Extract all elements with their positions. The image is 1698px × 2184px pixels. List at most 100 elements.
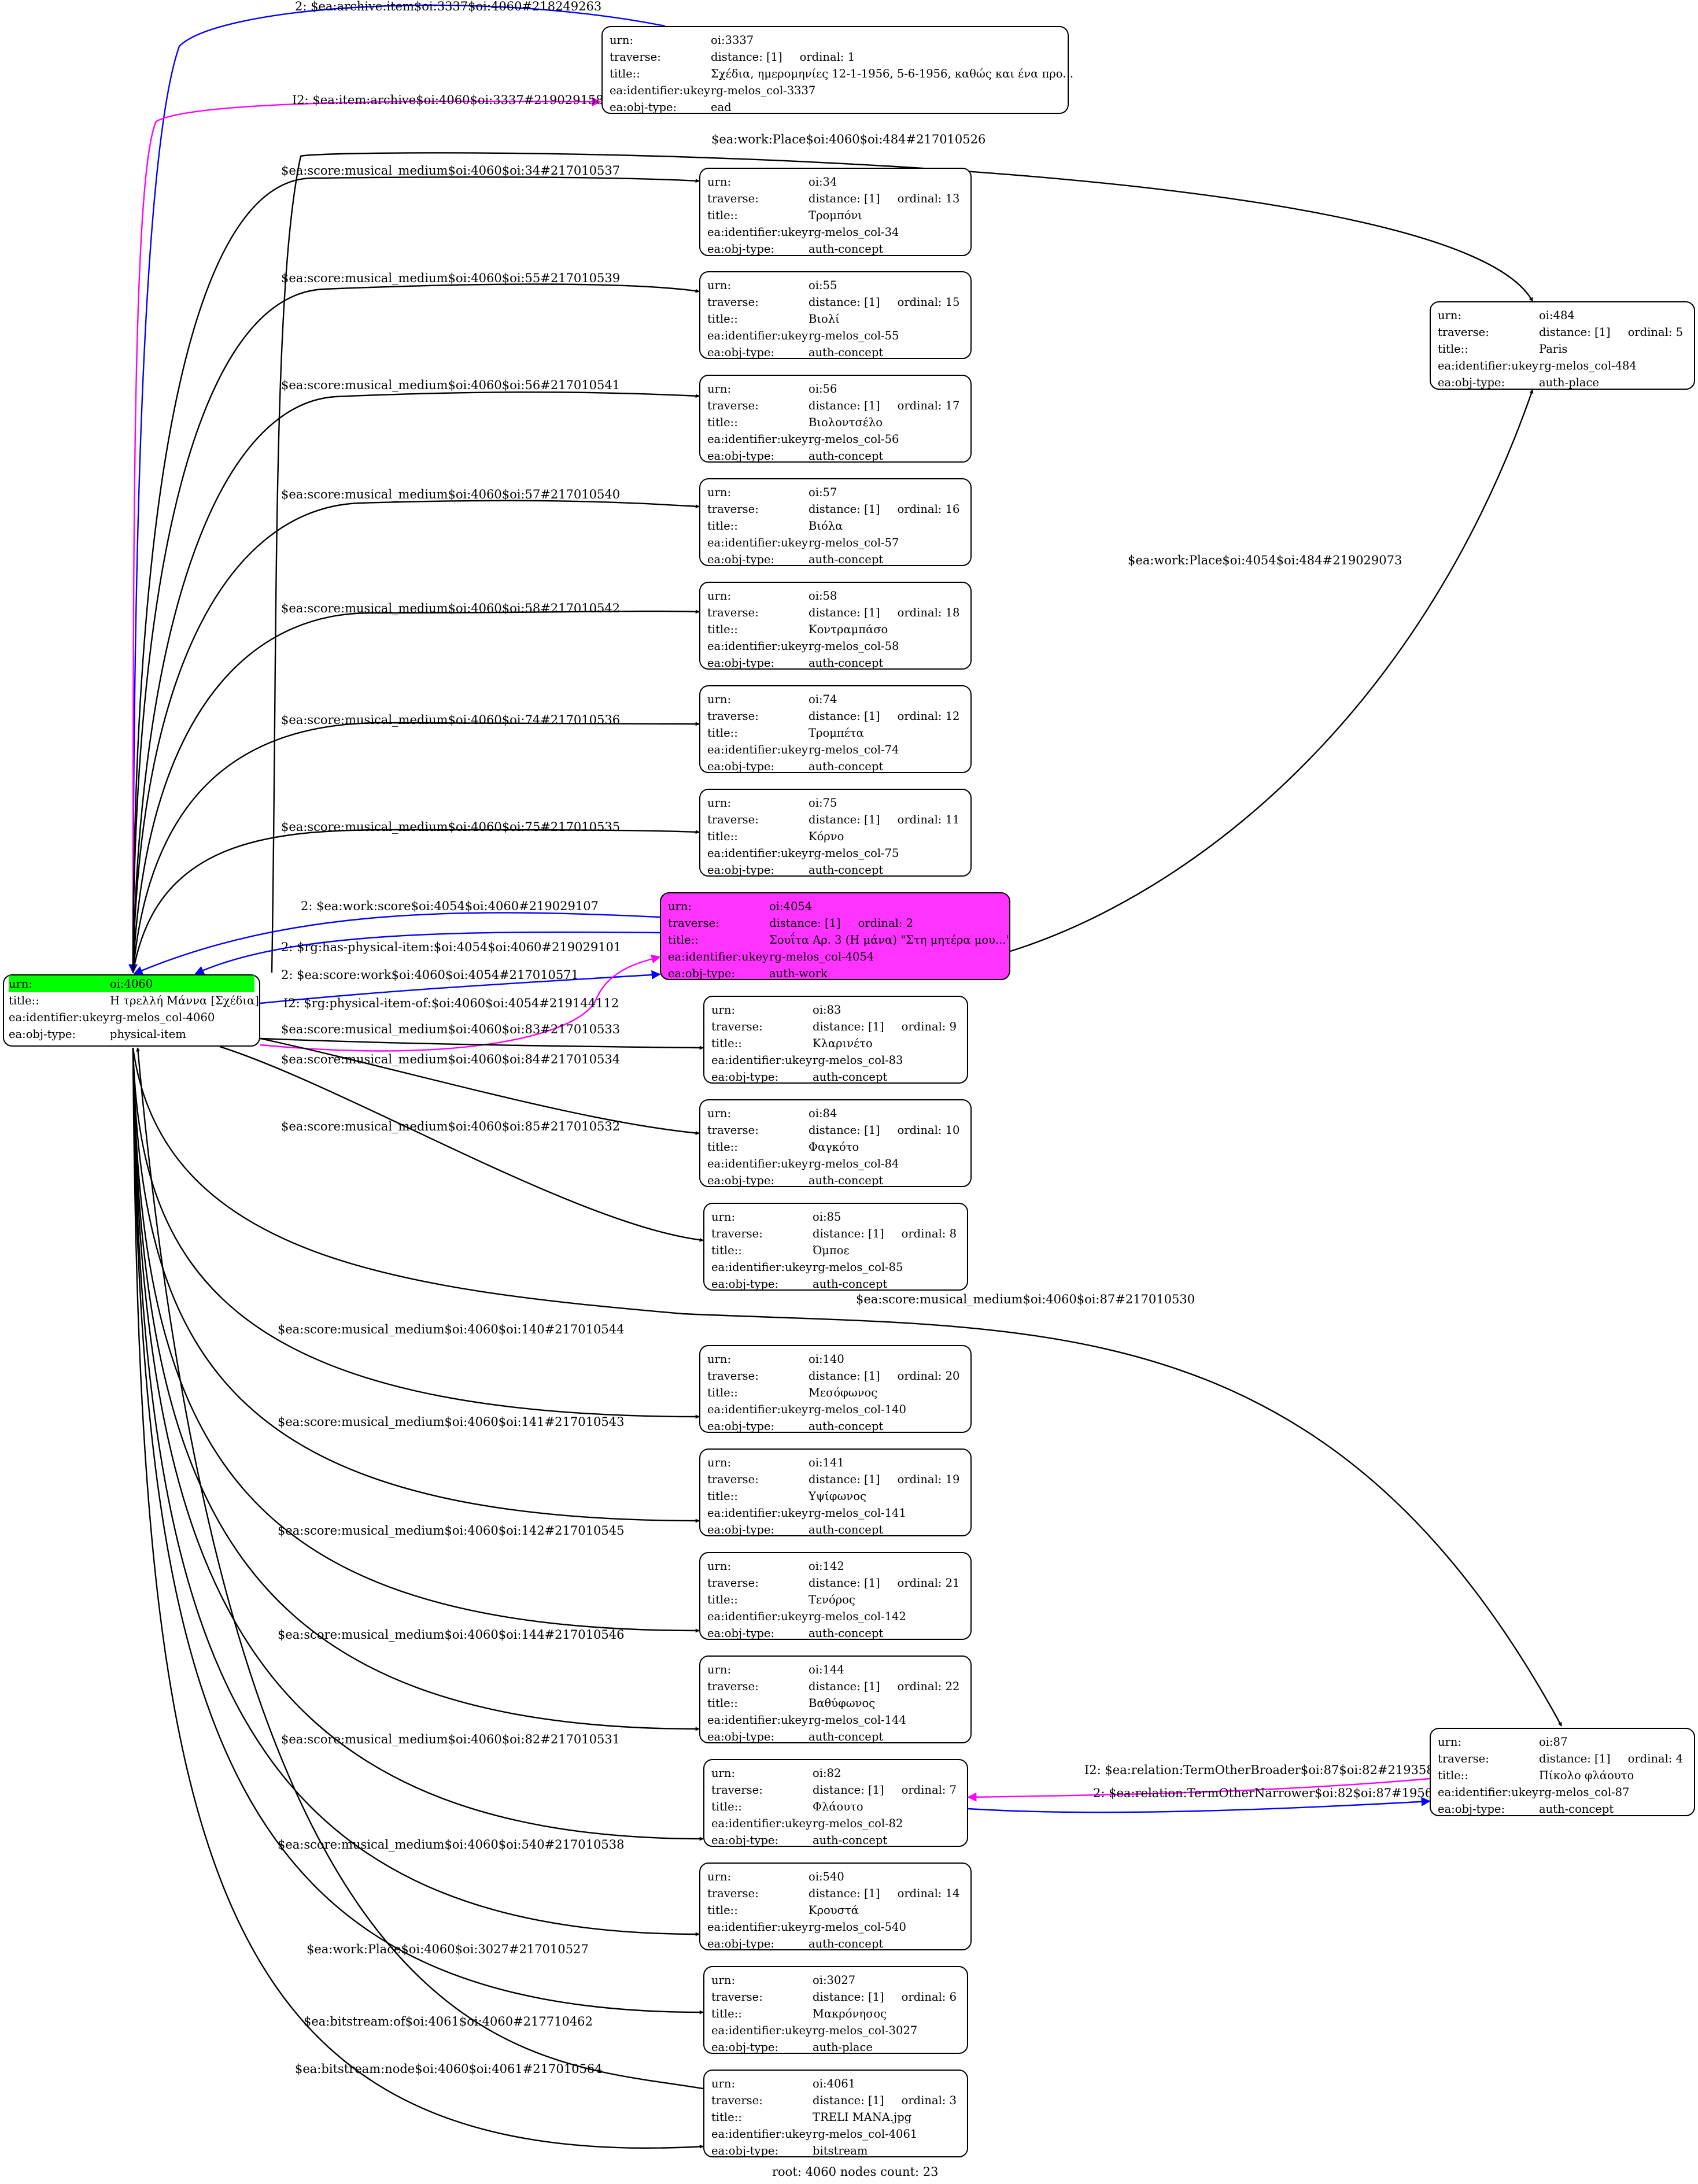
node-field-part: rg-melos_col-84 <box>809 1157 899 1170</box>
graph-edge[interactable] <box>132 609 700 973</box>
node-field-row: title::Σουΐτα Αρ. 3 (Η μάνα) "Στη μητέρα… <box>668 932 1012 948</box>
node-field-row: urn:oi:82 <box>711 1765 967 1782</box>
graph-edge[interactable] <box>132 97 601 973</box>
node-field-value: rg-melos_col-57 <box>809 534 899 551</box>
graph-edge[interactable] <box>136 1047 704 2090</box>
node-field-part: ordinal: 8 <box>901 1227 957 1240</box>
graph-edge[interactable] <box>132 1047 700 1419</box>
graph-edge[interactable] <box>967 1777 1430 1802</box>
node-field-part: ordinal: 16 <box>897 502 960 516</box>
graph-edge[interactable] <box>132 283 700 973</box>
graph-edge[interactable] <box>132 829 700 973</box>
node-field-row: urn:oi:140 <box>707 1351 970 1368</box>
edge-label: $ea:score:musical_medium$oi:4060$oi:74#2… <box>281 713 620 727</box>
node-field-key: ea:identifier:ukey <box>707 1713 808 1727</box>
graph-edge[interactable] <box>260 1037 704 1050</box>
node-field-part: oi:34 <box>809 175 837 189</box>
node-field-key: urn: <box>707 1352 732 1366</box>
node-field-part: Υψίφωνος <box>809 1490 866 1503</box>
node-field-value: oi:4054 <box>769 898 812 915</box>
graph-edge[interactable] <box>132 1047 700 1731</box>
node-field-key: ea:obj-type: <box>9 1028 76 1041</box>
node-field-row: traverse:distance: [1]ordinal: 2 <box>668 915 1009 932</box>
graph-edge[interactable] <box>260 1037 700 1135</box>
graph-edge[interactable] <box>194 931 660 975</box>
graph-edge[interactable] <box>260 954 661 1052</box>
node-field-part: distance: [1] <box>809 813 880 826</box>
graph-edge[interactable] <box>133 912 660 975</box>
node-field-value: rg-melos_col-58 <box>809 638 899 655</box>
node-field-key: ea:identifier:ukey <box>707 1506 808 1520</box>
node-field-row: ea:obj-type:auth-concept <box>707 344 970 361</box>
edge-label: 2: $rg:has-physical-item:$oi:4054$oi:406… <box>281 940 621 954</box>
node-field-part: oi:82 <box>813 1767 841 1780</box>
node-field-value: oi:141 <box>809 1454 844 1471</box>
graph-edge[interactable] <box>219 1045 704 1242</box>
node-field-part: ordinal: 2 <box>858 917 913 930</box>
node-field-row: traverse:distance: [1]ordinal: 17 <box>707 397 970 414</box>
graph-edge[interactable] <box>968 1797 1431 1813</box>
node-field-value: Πίκολο φλάουτο <box>1539 1767 1634 1784</box>
node-field-key: urn: <box>711 1210 736 1224</box>
node-field-row: ea:obj-type:auth-work <box>668 965 1009 982</box>
graph-edge[interactable] <box>132 1047 1563 1727</box>
graph-edge[interactable] <box>132 1047 704 2149</box>
graph-edge[interactable] <box>271 152 1534 973</box>
node-field-key: ea:obj-type: <box>711 1834 779 1847</box>
node-field-value: oi:142 <box>809 1558 844 1575</box>
node-field-part: ead <box>711 101 732 114</box>
node-field-value: auth-place <box>813 2039 873 2056</box>
node-field-row: ea:obj-type:auth-concept <box>1438 1801 1694 1817</box>
node-field-part: oi:142 <box>809 1560 844 1573</box>
graph-edge[interactable] <box>132 1047 700 1937</box>
graph-edge[interactable] <box>132 1047 704 1841</box>
graph-edge[interactable] <box>132 722 700 973</box>
graph-edge[interactable] <box>132 1047 704 2015</box>
graph-edge[interactable] <box>132 391 700 973</box>
node-field-key: title:: <box>1438 342 1468 356</box>
node-field-part: ordinal: 3 <box>901 2094 957 2107</box>
node-field-key: title:: <box>707 416 738 429</box>
graph-edge[interactable] <box>132 176 700 973</box>
graph-edge[interactable] <box>132 1047 700 1523</box>
node-field-row: title::Η τρελλή Μάννα [Σχέδια] <box>9 992 259 1009</box>
node-field-row: urn: oi:142 <box>707 1558 970 1575</box>
node-field-key: urn: <box>707 1560 732 1573</box>
edge-label: $ea:score:musical_medium$oi:4060$oi:540#… <box>278 1838 624 1852</box>
node-field-value: rg-melos_col-144 <box>809 1712 906 1728</box>
graph-edge[interactable] <box>1010 389 1534 952</box>
graph-edge[interactable] <box>132 500 700 973</box>
graph-edge[interactable] <box>128 4 666 974</box>
node-field-part: distance: [1] <box>711 50 782 64</box>
graph-edge[interactable] <box>260 970 661 1004</box>
node-field-value: auth-concept <box>809 448 883 464</box>
graph-edge[interactable] <box>132 1047 700 1633</box>
node-field-key: urn: <box>9 977 33 991</box>
